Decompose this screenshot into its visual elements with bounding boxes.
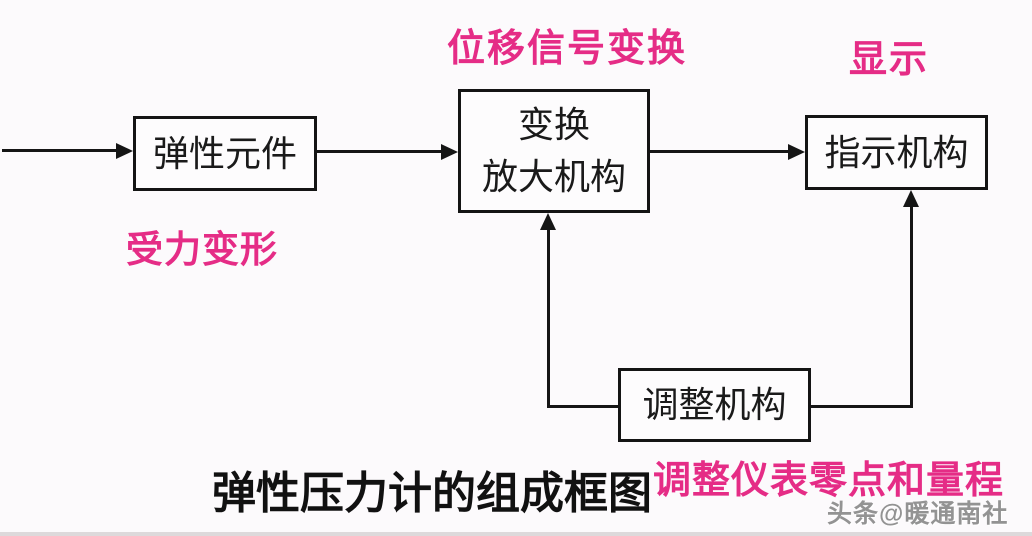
flow-box-label: 弹性元件: [152, 133, 297, 174]
flow-box-label: 指示机构: [824, 132, 969, 173]
flow-box-adjust: 调整机构: [618, 368, 811, 442]
arrowhead-icon: [540, 213, 556, 230]
diagram-title: 弹性压力计的组成框图: [212, 469, 652, 518]
flow-box-label-line1: 变换: [517, 105, 590, 145]
watermark-text: 头条@暖通南社: [827, 500, 1009, 528]
arrowhead-icon: [116, 143, 133, 159]
annotation-displacement-signal: 位移信号变换: [447, 28, 688, 70]
connector-adjust-to-indicator-horizontal: [811, 405, 913, 408]
flow-box-label-line2: 放大机构: [481, 157, 626, 197]
annotation-adjust-zero-range: 调整仪表零点和量程: [653, 460, 1005, 502]
arrow-input-line: [2, 149, 118, 152]
annotation-display: 显示: [849, 39, 930, 81]
connector-adjust-to-transform-vertical: [547, 227, 550, 408]
arrowhead-icon: [788, 144, 805, 160]
connector-adjust-to-transform-horizontal: [547, 405, 618, 408]
arrowhead-icon: [441, 144, 458, 160]
flow-box-label: 调整机构: [642, 385, 787, 425]
arrow-elastic-to-transform-line: [317, 150, 442, 153]
annotation-force-deform: 受力变形: [126, 229, 278, 270]
bottom-edge-strip: [0, 532, 1032, 536]
flow-box-indicator: 指示机构: [805, 115, 988, 190]
connector-adjust-to-indicator-vertical: [910, 204, 913, 408]
arrow-transform-to-indicator-line: [650, 150, 789, 153]
arrowhead-icon: [903, 190, 919, 207]
flow-box-transform-amplify: 变换 放大机构: [458, 89, 650, 213]
flow-box-elastic-element: 弹性元件: [133, 116, 317, 191]
